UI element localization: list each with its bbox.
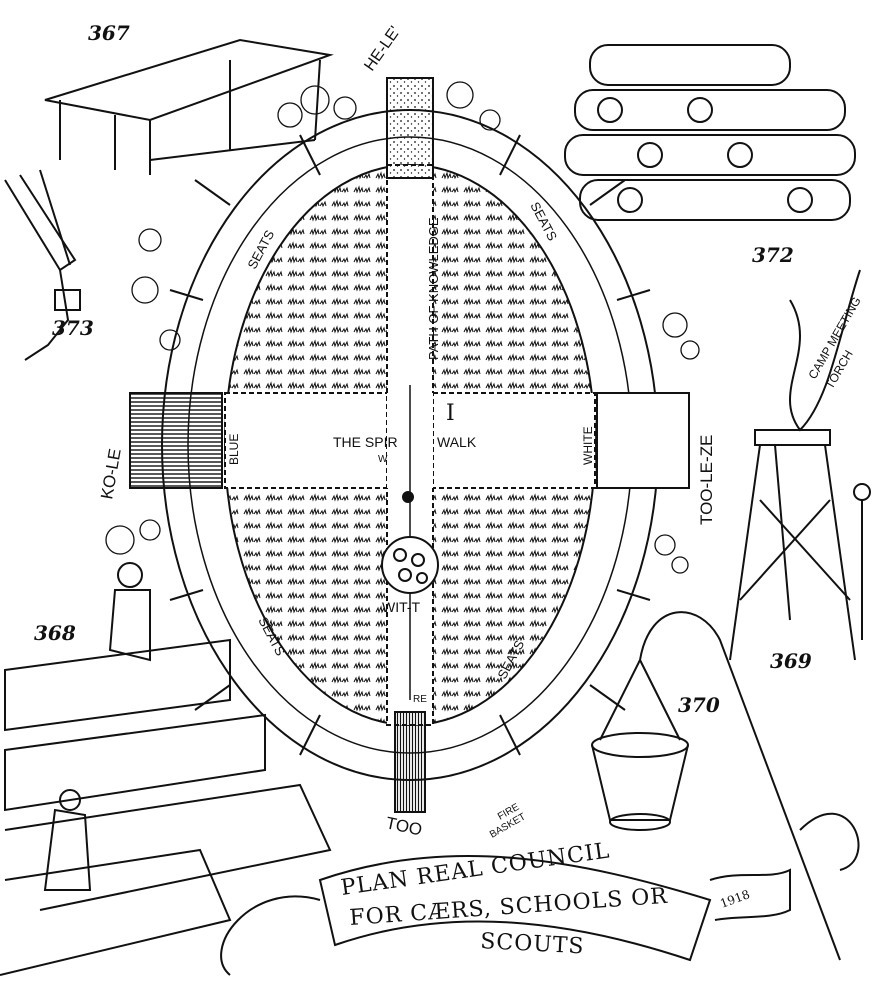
south-label: TOO: [384, 813, 424, 839]
w-mark: W: [378, 454, 388, 465]
white-label: WHITE: [581, 426, 595, 465]
title-banner: [220, 812, 860, 976]
east-gate-dotted: [386, 77, 434, 179]
south-mark: RE: [413, 694, 427, 705]
shelter-drawing: [44, 38, 334, 175]
blue-label: BLUE: [227, 434, 241, 465]
top-label: HE-LE': [361, 23, 404, 74]
south-block: [394, 711, 426, 813]
figure-number-373: 373: [52, 316, 94, 340]
hand-torch-drawing: [4, 169, 81, 361]
fire-basket-drawing: [591, 611, 841, 961]
figure-number-372: 372: [752, 243, 794, 267]
figure-number-370: 370: [678, 693, 720, 717]
center-numeral: I: [446, 401, 455, 426]
cross-paths: [129, 77, 690, 813]
east-white-block: [596, 392, 690, 489]
spirit-walk-label-b: WALK: [437, 434, 477, 450]
path-of-knowledge-label: PATH OF KNOWLEDGE: [426, 217, 441, 360]
banner-line-3: SCOUTS: [480, 929, 585, 959]
fire-circle: [381, 536, 439, 594]
east-outer-label: TOO-LE-ZE: [697, 435, 716, 525]
figure-number-369: 369: [770, 649, 812, 673]
west-outer-label: KO-LE: [97, 447, 125, 501]
camp-torch-drawing: [729, 269, 871, 661]
figure-number-368: 368: [34, 621, 76, 645]
fire-label: WIT-T: [382, 599, 421, 615]
log-pile-drawing: [564, 44, 856, 221]
shrubs: [105, 81, 700, 574]
spirit-walk-label-a: THE SPIR: [333, 434, 398, 450]
bleachers-drawing: [0, 562, 332, 976]
west-blue-block: [129, 392, 223, 489]
figure-number-367: 367: [88, 21, 130, 45]
